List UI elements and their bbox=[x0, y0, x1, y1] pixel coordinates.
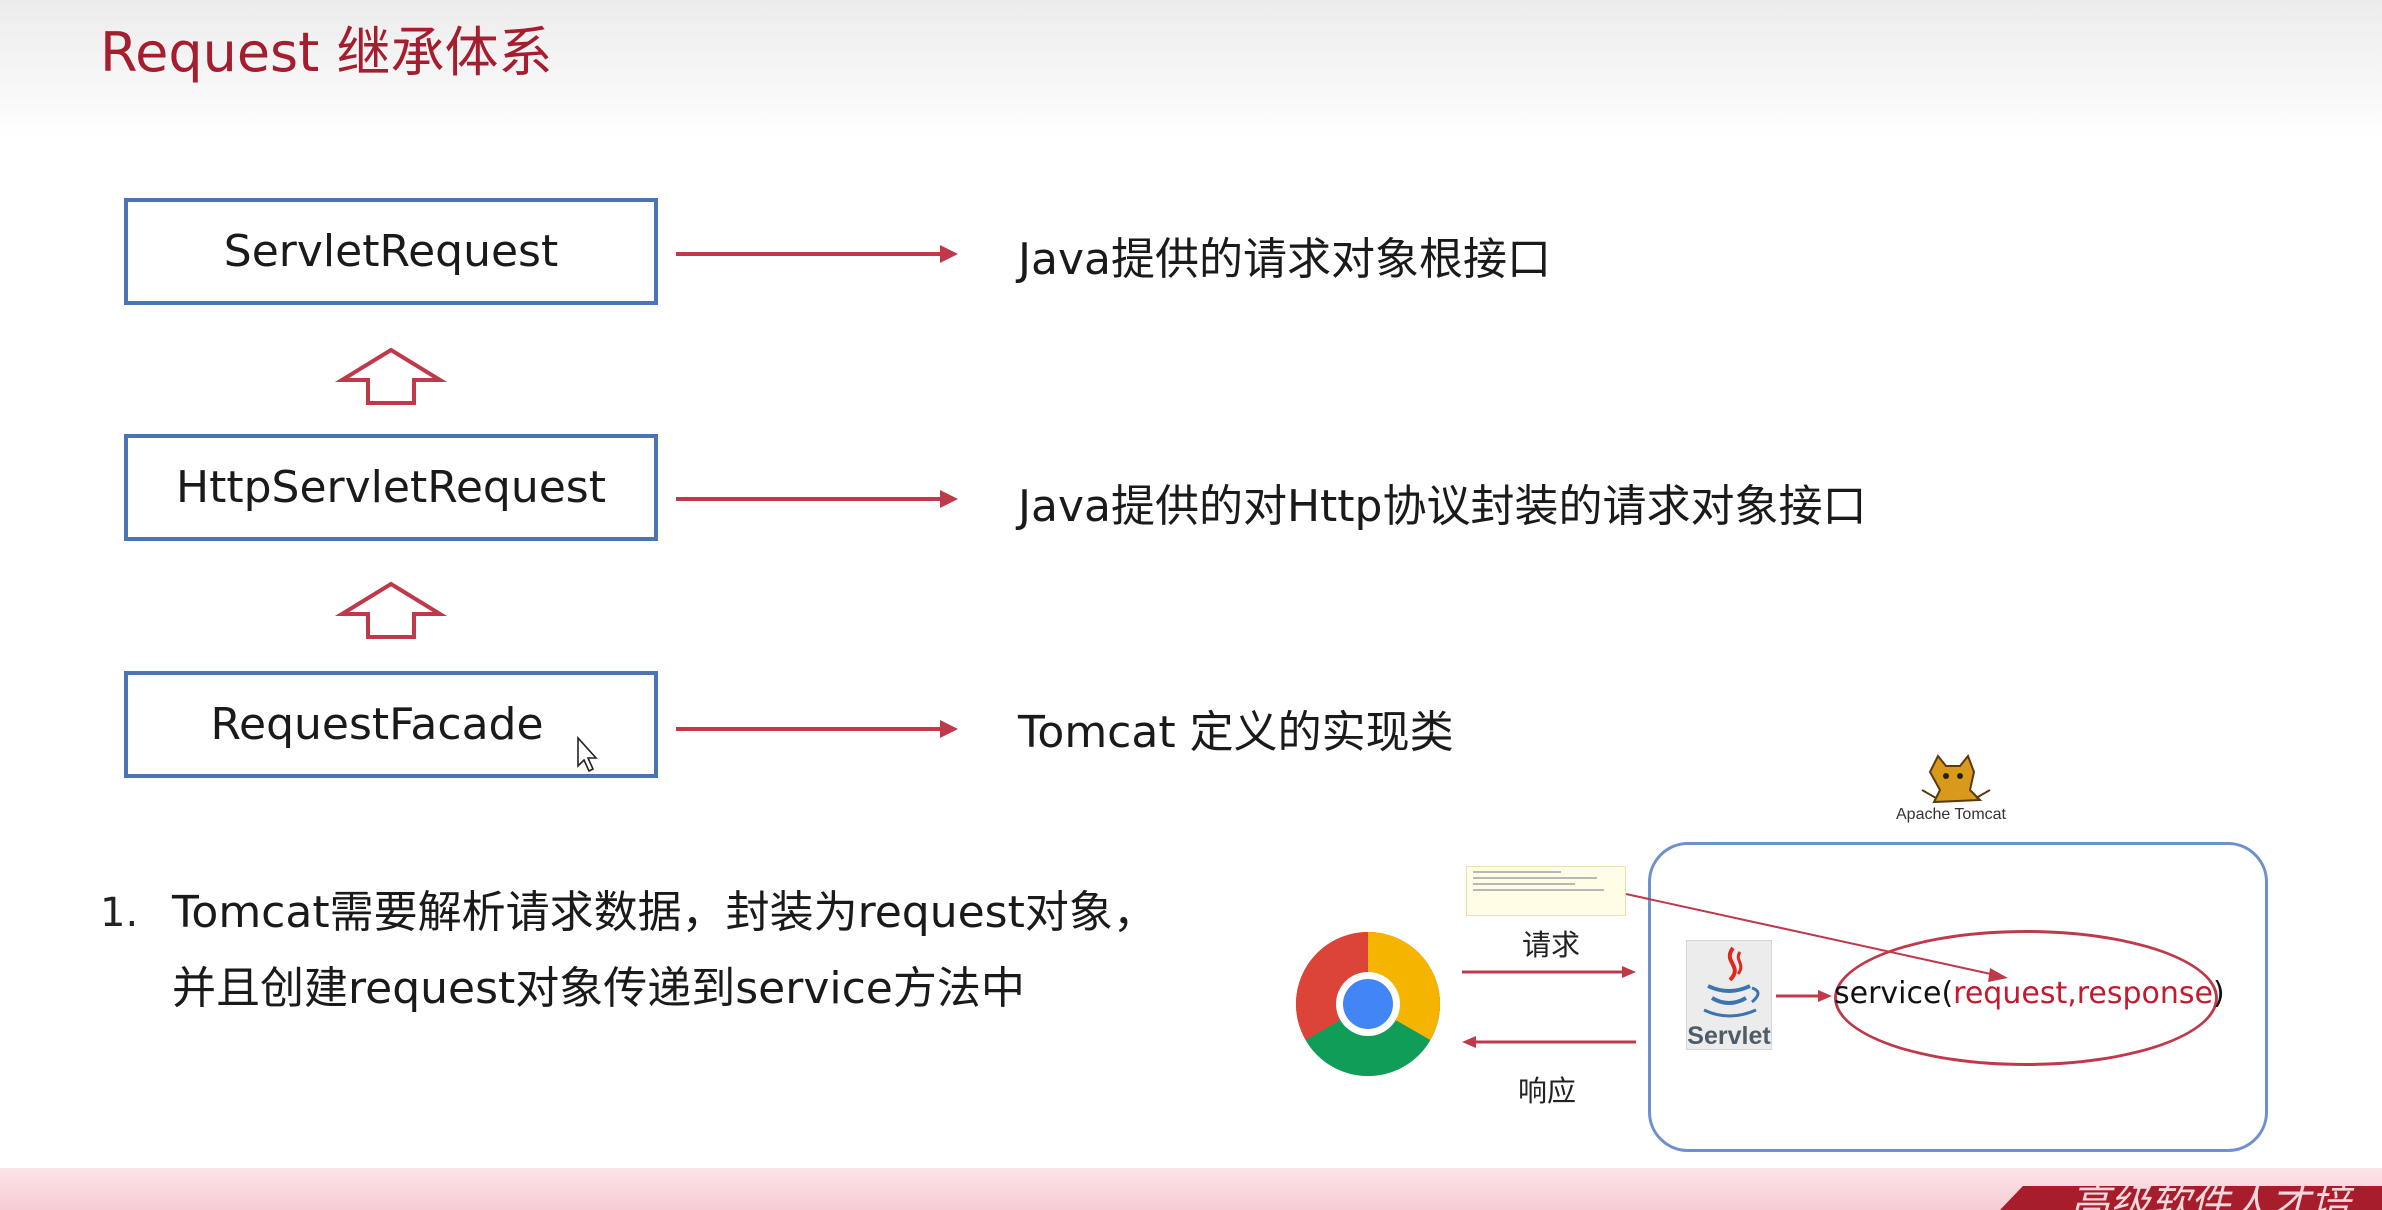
service-call-text: service(request,response) bbox=[1834, 970, 2225, 1018]
apache-tomcat-label: Apache Tomcat bbox=[1896, 806, 2006, 823]
class-box-request-facade: RequestFacade bbox=[124, 671, 658, 778]
footer-band bbox=[0, 1168, 2382, 1210]
description-request-facade: Tomcat 定义的实现类 bbox=[1018, 707, 1454, 758]
header-band bbox=[0, 0, 2382, 140]
description-servlet-request: Java提供的请求对象根接口 bbox=[1018, 234, 1551, 285]
right-arrow-icon bbox=[676, 245, 958, 263]
class-name-label: RequestFacade bbox=[210, 699, 544, 750]
up-arrow-icon bbox=[334, 347, 448, 405]
servlet-label: Servlet bbox=[1687, 1022, 1771, 1050]
class-box-servlet-request: ServletRequest bbox=[124, 198, 658, 305]
request-label: 请求 bbox=[1522, 928, 1581, 962]
response-arrow bbox=[1462, 1036, 1636, 1048]
right-arrow-icon bbox=[676, 490, 958, 508]
mouse-cursor-icon bbox=[577, 735, 598, 773]
footer-brand-text: 高级软件人才培 bbox=[2070, 1186, 2350, 1210]
note-to-request-arrow bbox=[1625, 893, 2008, 982]
chrome-logo-icon bbox=[1295, 932, 1441, 1077]
class-name-label: HttpServletRequest bbox=[176, 462, 606, 513]
request-arrow bbox=[1462, 966, 1636, 978]
slide-title: Request 继承体系 bbox=[100, 21, 553, 84]
service-ellipse bbox=[1834, 930, 2218, 1066]
java-cup-icon bbox=[1703, 946, 1760, 1018]
class-name-label: ServletRequest bbox=[223, 226, 559, 277]
right-arrow-icon bbox=[676, 720, 958, 738]
service-args: request,response bbox=[1953, 976, 2214, 1011]
service-suffix: ) bbox=[2213, 976, 2225, 1011]
footer-brand: 高级软件人才培 bbox=[2000, 1186, 2382, 1210]
response-label: 响应 bbox=[1518, 1074, 1577, 1108]
list-number: 1. bbox=[100, 890, 139, 936]
class-box-http-servlet-request: HttpServletRequest bbox=[124, 434, 658, 541]
service-prefix: service( bbox=[1834, 976, 1954, 1011]
description-http-servlet-request: Java提供的对Http协议封装的请求对象接口 bbox=[1018, 481, 1867, 532]
up-arrow-icon bbox=[334, 581, 448, 639]
servlet-to-service-arrow bbox=[1776, 990, 1832, 1002]
http-request-note bbox=[1466, 866, 1626, 916]
tomcat-cat-icon bbox=[1921, 754, 1991, 804]
list-line-2: 并且创建request对象传递到service方法中 bbox=[172, 963, 1025, 1014]
list-line-1: Tomcat需要解析请求数据，封装为request对象， bbox=[172, 887, 1157, 938]
tomcat-container bbox=[1648, 842, 2268, 1152]
